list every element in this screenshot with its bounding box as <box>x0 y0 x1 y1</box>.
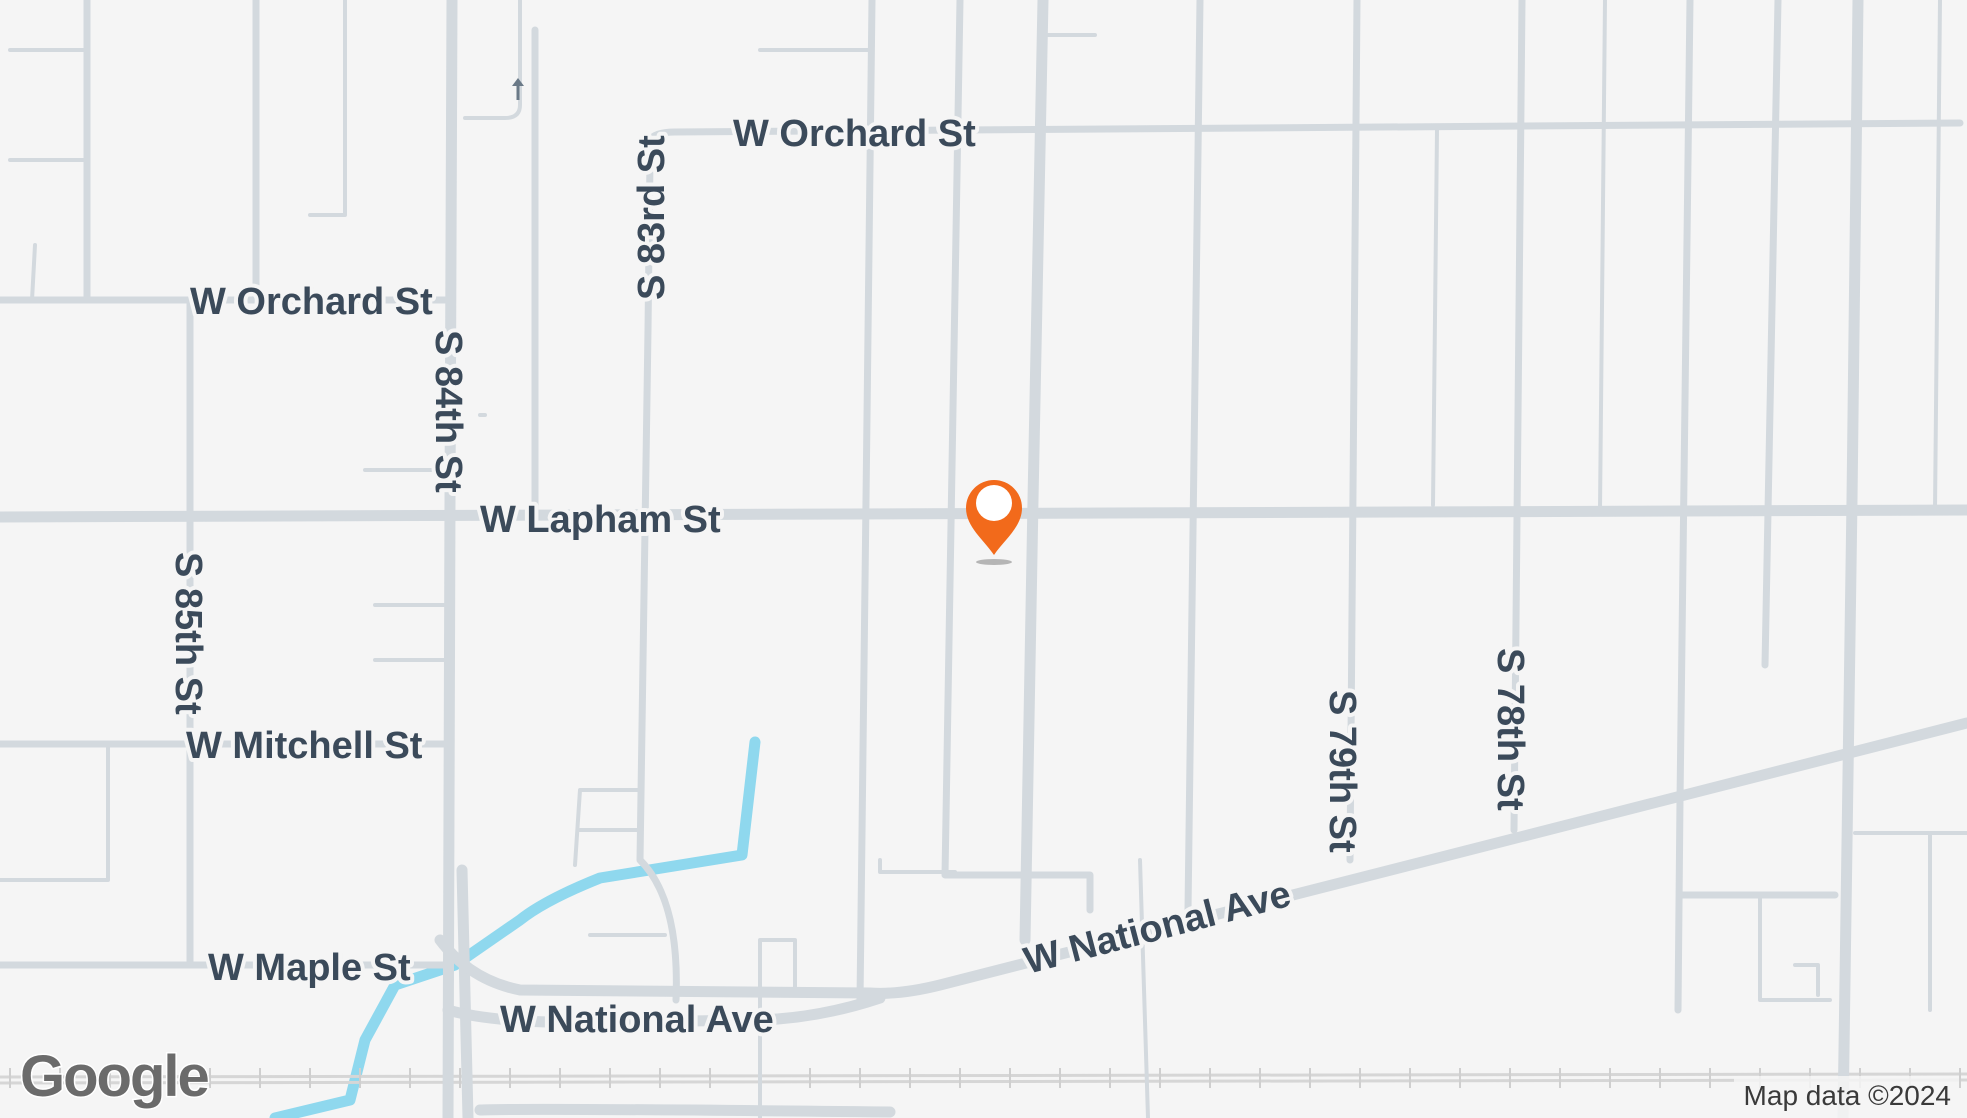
street-label-w-lapham-st: W Lapham St <box>480 499 721 541</box>
street-label-s-83rd-st: S 83rd St <box>631 135 673 300</box>
street-label-w-national-ave-west: W National Ave <box>500 999 774 1041</box>
google-logo: Google <box>19 1043 212 1111</box>
map-attribution[interactable]: Map data ©2024 <box>1733 1076 1959 1118</box>
street-label-s-84th-st: S 84th St <box>427 330 469 493</box>
waterway <box>269 736 761 1118</box>
street-label-w-mitchell-st: W Mitchell St <box>186 725 423 767</box>
railway <box>0 1068 1967 1088</box>
street-label-s-79th-st: S 79th St <box>1321 690 1363 853</box>
street-label-w-orchard-st-east: W Orchard St <box>733 113 976 155</box>
street-label-w-orchard-st-west: W Orchard St <box>190 281 433 323</box>
street-label-w-maple-st: W Maple St <box>208 947 411 989</box>
street-label-s-85th-st: S 85th St <box>167 552 209 715</box>
one-way-arrow-icon <box>512 78 524 100</box>
street-label-w-national-ave-east: W National Ave <box>1020 873 1296 983</box>
street-label-s-78th-st: S 78th St <box>1489 648 1531 811</box>
location-pin-icon[interactable] <box>966 480 1022 565</box>
